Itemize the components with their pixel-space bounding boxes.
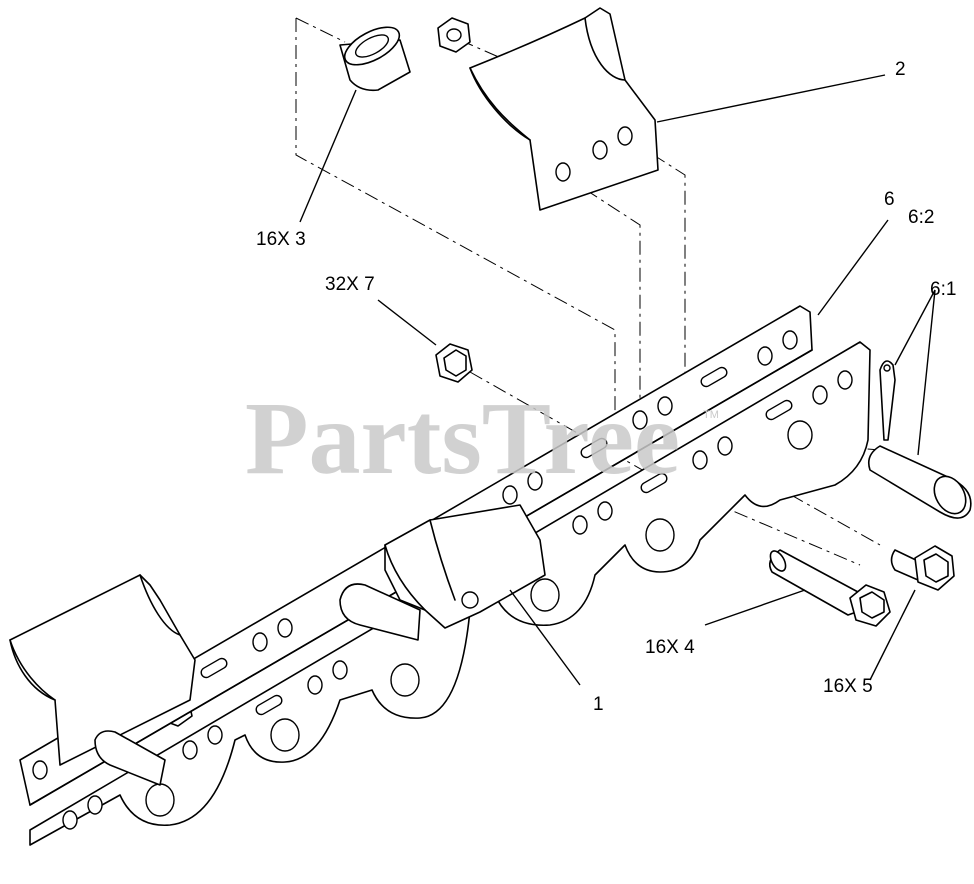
callout-item-6: 6: [884, 189, 895, 210]
cotter-pin-part-6-1[interactable]: [879, 360, 896, 441]
callout-item-16x4: 16X 4: [645, 637, 695, 658]
hex-nut-part-7-top[interactable]: [437, 17, 471, 53]
callout-item-2: 2: [895, 59, 906, 80]
callout-item-1: 1: [593, 694, 604, 715]
leader-lines: [299, 74, 936, 686]
watermark: PartsTree TM: [245, 381, 719, 496]
callout-item-16x3: 16X 3: [256, 229, 306, 250]
short-bolt-part-5[interactable]: [890, 545, 955, 591]
callout-item-6-1: 6:1: [930, 279, 956, 300]
hex-nut-part-7-middle[interactable]: [435, 343, 473, 383]
watermark-text: PartsTree: [245, 381, 680, 496]
chain-lug-part-1[interactable]: [339, 504, 546, 641]
callout-item-6-2: 6:2: [908, 207, 934, 228]
callout-item-16x5: 16X 5: [823, 676, 873, 697]
bracket-lower-left[interactable]: [9, 574, 196, 786]
watermark-trademark: TM: [703, 409, 719, 421]
clevis-pin-part-6-1[interactable]: [867, 445, 972, 519]
callout-labels: 2 16X 3 32X 7 6 6:2 6:1 16X 4 16X 5 1: [256, 59, 956, 715]
spacer-part-3[interactable]: [339, 20, 411, 92]
bracket-part-2[interactable]: [469, 7, 659, 211]
long-bolt-part-4[interactable]: [767, 548, 891, 627]
callout-item-32x7: 32X 7: [325, 274, 375, 295]
